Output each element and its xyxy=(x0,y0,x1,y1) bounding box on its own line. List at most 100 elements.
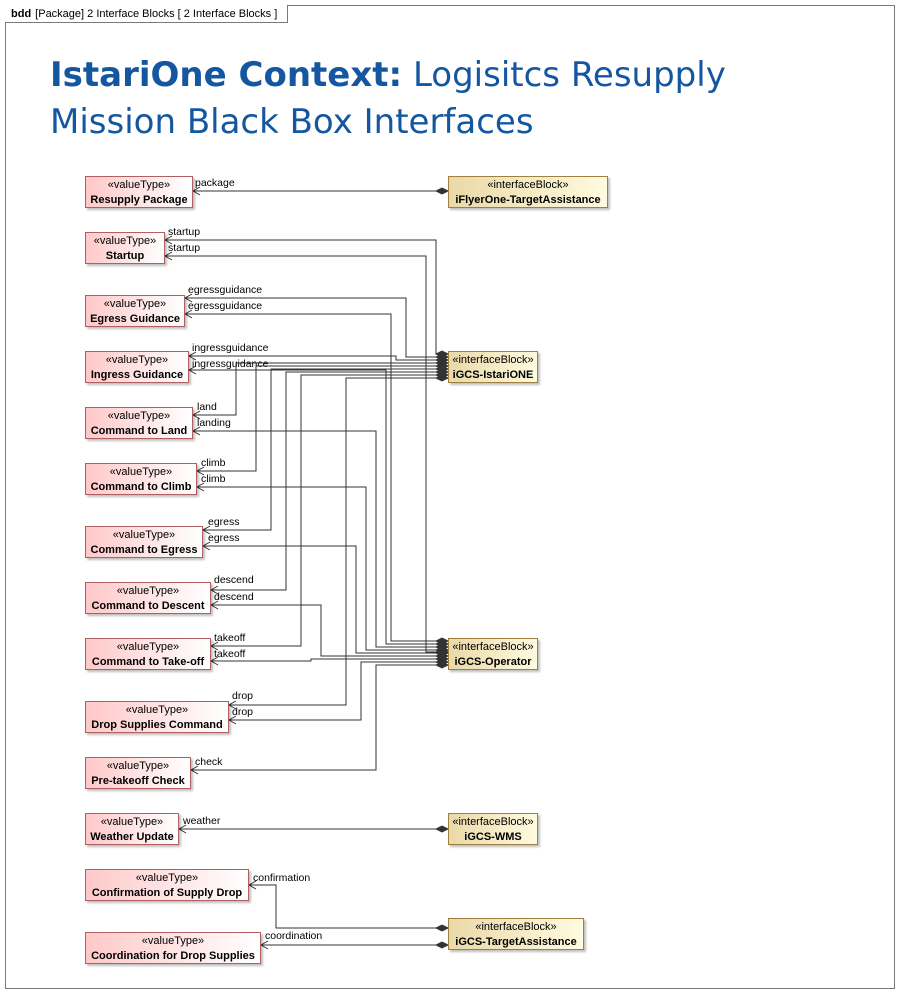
association-drop[interactable]: drop xyxy=(227,658,450,725)
stereotype-label: «valueType» xyxy=(141,935,205,947)
association-confirmation[interactable]: confirmation xyxy=(247,872,450,932)
block-name: Weather Update xyxy=(90,831,174,843)
block-name: iGCS-Operator xyxy=(454,656,532,668)
role-label: egressguidance xyxy=(188,300,262,312)
association-egressguidance[interactable]: egressguidance xyxy=(183,284,450,361)
diagram-frame xyxy=(5,5,895,989)
association-takeoff[interactable]: takeoff xyxy=(209,371,450,651)
block-name: iGCS-IstariONE xyxy=(452,369,534,381)
diagram-title-rest: Logisitcs Resupply Mission Black Box Int… xyxy=(50,55,726,142)
association-weather[interactable]: weather xyxy=(177,815,450,834)
interface-block-istarione[interactable]: «interfaceBlock» iGCS-IstariONE xyxy=(448,351,538,383)
interface-block-wms[interactable]: «interfaceBlock»iGCS-WMS xyxy=(448,813,538,845)
stereotype-label: «valueType» xyxy=(135,872,199,884)
stereotype-label: «interfaceBlock» xyxy=(452,354,534,366)
role-label: coordination xyxy=(265,930,322,942)
block-name: Pre-takeoff Check xyxy=(91,775,185,787)
value-type-egress-guidance[interactable]: «valueType» Egress Guidance xyxy=(85,295,185,327)
block-name: Command to Descent xyxy=(91,600,205,612)
role-label: weather xyxy=(182,815,221,827)
association-package[interactable]: package xyxy=(191,177,450,196)
role-label: takeoff xyxy=(214,648,245,660)
role-label: startup xyxy=(168,242,200,254)
role-label: check xyxy=(195,756,223,768)
stereotype-label: «valueType» xyxy=(106,760,170,772)
value-type-command-to-climb[interactable]: «valueType»Command to Climb xyxy=(85,463,197,495)
value-type-command-to-land[interactable]: «valueType» Command to Land xyxy=(85,407,193,439)
interface-block-iflyerone[interactable]: «interfaceBlock»iFlyerOne-TargetAssistan… xyxy=(448,176,608,208)
role-label: landing xyxy=(197,417,231,429)
role-label: descend xyxy=(214,574,254,586)
value-type-ingress-guidance[interactable]: «valueType» Ingress Guidance xyxy=(85,351,189,383)
value-type-resupply-package[interactable]: «valueType» Resupply Package xyxy=(85,176,193,208)
block-name: iFlyerOne-TargetAssistance xyxy=(455,194,601,206)
block-name: Command to Egress xyxy=(90,544,198,556)
association-land[interactable]: land xyxy=(191,359,450,420)
association-egress[interactable]: egress xyxy=(201,365,450,535)
association-descend[interactable]: descend xyxy=(209,591,450,660)
value-type-coordination[interactable]: «valueType» Coordination for Drop Supplie… xyxy=(85,932,261,964)
block-name: Resupply Package xyxy=(90,194,188,206)
association-check[interactable]: check xyxy=(189,661,450,775)
role-label: descend xyxy=(214,591,254,603)
block-name: Coordination for Drop Supplies xyxy=(91,950,255,962)
block-name: Startup xyxy=(105,250,145,262)
association-coordination[interactable]: coordination xyxy=(259,930,450,950)
value-type-startup[interactable]: «valueType» Startup xyxy=(85,232,165,264)
interface-block-target[interactable]: «interfaceBlock»iGCS-TargetAssistance xyxy=(448,918,584,950)
diagram-title: IstariOne Context: Logisitcs Resupply Mi… xyxy=(50,52,750,146)
stereotype-label: «valueType» xyxy=(109,466,173,478)
stereotype-label: «valueType» xyxy=(107,410,171,422)
role-label: package xyxy=(195,177,235,189)
association-ingressguidance[interactable]: ingressguidance xyxy=(187,342,450,364)
diagram-header-text: [Package] 2 Interface Blocks [ 2 Interfa… xyxy=(35,8,278,20)
stereotype-label: «valueType» xyxy=(116,641,180,653)
role-label: climb xyxy=(201,473,226,485)
block-name: Confirmation of Supply Drop xyxy=(91,887,243,899)
block-name: iGCS-WMS xyxy=(464,831,522,843)
diagram-kind: bdd xyxy=(11,8,32,20)
stereotype-label: «valueType» xyxy=(107,179,171,191)
role-label: land xyxy=(197,401,217,413)
role-label: takeoff xyxy=(214,632,245,644)
role-label: ingressguidance xyxy=(192,358,269,370)
association-climb[interactable]: climb xyxy=(195,362,450,476)
value-type-command-to-egress[interactable]: «valueType» Command to Egress xyxy=(85,526,203,558)
role-label: confirmation xyxy=(253,872,310,884)
stereotype-label: «valueType» xyxy=(100,816,164,828)
role-label: egress xyxy=(208,532,240,544)
association-drop[interactable]: drop xyxy=(227,374,450,710)
stereotype-label: «interfaceBlock» xyxy=(452,641,534,653)
role-label: egress xyxy=(208,516,240,528)
stereotype-label: «valueType» xyxy=(112,529,176,541)
value-type-weather-update[interactable]: «valueType» Weather Update xyxy=(85,813,179,845)
diagram-title-bold: IstariOne Context: xyxy=(50,55,403,95)
block-name: Ingress Guidance xyxy=(90,369,184,381)
diagram-frame-header: bdd[Package] 2 Interface Blocks [ 2 Inte… xyxy=(5,5,289,23)
association-egress[interactable]: egress xyxy=(201,532,450,657)
stereotype-label: «valueType» xyxy=(93,235,157,247)
stereotype-label: «valueType» xyxy=(103,298,167,310)
association-climb[interactable]: climb xyxy=(195,473,450,654)
value-type-confirmation[interactable]: «valueType» Confirmation of Supply Drop xyxy=(85,869,249,901)
role-label: drop xyxy=(232,690,253,702)
block-name: Command to Take-off xyxy=(91,656,205,668)
value-type-drop-supplies[interactable]: «valueType»Drop Supplies Command xyxy=(85,701,229,733)
value-type-pretakeoff-check[interactable]: «valueType» Pre-takeoff Check xyxy=(85,757,191,789)
stereotype-label: «valueType» xyxy=(116,585,180,597)
interface-block-operator[interactable]: «interfaceBlock» iGCS-Operator xyxy=(448,638,538,670)
block-name: Egress Guidance xyxy=(90,313,180,325)
role-label: ingressguidance xyxy=(192,342,269,354)
stereotype-label: «valueType» xyxy=(105,354,169,366)
value-type-command-to-takeoff[interactable]: «valueType» Command to Take-off xyxy=(85,638,211,670)
role-label: drop xyxy=(232,706,253,718)
value-type-command-to-descent[interactable]: «valueType» Command to Descent xyxy=(85,582,211,614)
block-name: Command to Land xyxy=(90,425,188,437)
role-label: egressguidance xyxy=(188,284,262,296)
block-name: iGCS-TargetAssistance xyxy=(455,936,577,948)
block-name: Drop Supplies Command xyxy=(91,719,223,731)
role-label: startup xyxy=(168,226,200,238)
association-descend[interactable]: descend xyxy=(209,368,450,595)
association-ingressguidance[interactable]: ingressguidance xyxy=(187,358,450,648)
